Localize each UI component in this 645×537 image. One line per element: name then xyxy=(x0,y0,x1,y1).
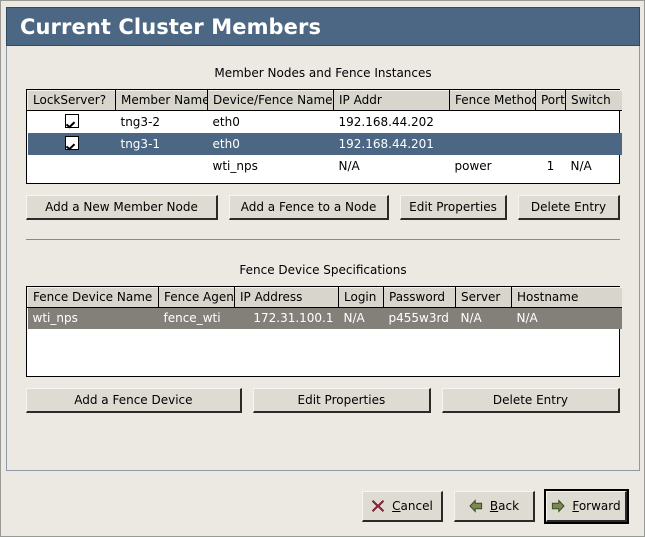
cell-ip-address: 172.31.100.1 xyxy=(234,307,339,329)
cell-switch xyxy=(565,132,622,155)
member-section-label: Member Nodes and Fence Instances xyxy=(214,66,432,80)
fence-table-empty-space xyxy=(27,329,619,376)
column-header-fence-method[interactable]: Fence Method xyxy=(449,90,536,111)
add-fence-device-button[interactable]: Add a Fence Device xyxy=(26,388,242,413)
cell-fence-method xyxy=(449,132,536,155)
member-nodes-table-container: LockServer? Member Name Device/Fence Nam… xyxy=(26,89,622,184)
back-label-rest: ack xyxy=(498,499,520,513)
cell-lockserver[interactable] xyxy=(28,111,116,133)
cancel-x-icon xyxy=(371,499,385,513)
forward-button[interactable]: Forward xyxy=(544,489,629,524)
fence-table-header-row: Fence Device Name Fence Agent IP Address… xyxy=(27,286,622,308)
cell-member-name xyxy=(116,155,208,177)
cell-port xyxy=(536,111,566,133)
table-row[interactable]: wti_nps N/A power 1 N/A xyxy=(28,155,622,177)
add-new-member-node-button[interactable]: Add a New Member Node xyxy=(26,194,218,220)
column-header-hostname[interactable]: Hostname xyxy=(511,286,622,308)
cell-fence-device-name: wti_nps xyxy=(27,307,159,329)
cell-member-name: tng3-2 xyxy=(120,114,161,129)
cell-ip-addr: N/A xyxy=(338,158,360,173)
main-content-panel: Member Nodes and Fence Instances LockSer… xyxy=(6,46,640,471)
column-header-fence-device-name[interactable]: Fence Device Name xyxy=(27,286,159,308)
cell-device-fence-name: eth0 xyxy=(212,114,240,129)
cell-server: N/A xyxy=(455,307,512,329)
cell-fence-method: power xyxy=(454,158,492,173)
column-header-login[interactable]: Login xyxy=(338,286,384,308)
cell-password: p455w3rd xyxy=(383,307,456,329)
cancel-button-label: Cancel xyxy=(392,499,433,513)
column-header-ip-address[interactable]: IP Address xyxy=(234,286,339,308)
checkbox-checked-icon[interactable] xyxy=(64,136,79,150)
fence-devices-table-container: Fence Device Name Fence Agent IP Address… xyxy=(26,285,622,377)
cell-switch: N/A xyxy=(570,158,592,173)
arrow-right-icon xyxy=(551,499,566,513)
back-mnemonic: B xyxy=(489,499,499,513)
member-section-button-row: Add a New Member Node Add a Fence to a N… xyxy=(26,194,620,220)
window-titlebar: Current Cluster Members xyxy=(6,7,640,46)
wizard-navigation-bar: Cancel Back Forward xyxy=(6,480,640,533)
forward-button-label: Forward xyxy=(572,499,620,513)
forward-label-rest: orward xyxy=(578,499,621,513)
cancel-button[interactable]: Cancel xyxy=(362,491,443,522)
back-button-label: Back xyxy=(490,499,519,513)
column-header-device-fence-name[interactable]: Device/Fence Name xyxy=(207,90,334,111)
cell-fence-agent: fence_wti xyxy=(158,307,235,329)
edit-properties-member-button[interactable]: Edit Properties xyxy=(400,194,507,220)
column-header-fence-agent[interactable]: Fence Agent xyxy=(158,286,235,308)
cell-ip-addr: 192.168.44.202 xyxy=(338,114,434,129)
cancel-mnemonic: C xyxy=(392,499,401,513)
arrow-left-icon xyxy=(469,499,483,513)
delete-entry-member-button[interactable]: Delete Entry xyxy=(517,194,620,220)
cell-device-fence-name: eth0 xyxy=(207,132,334,155)
cell-lockserver[interactable] xyxy=(28,155,116,177)
column-header-port[interactable]: Port xyxy=(535,90,566,111)
cell-switch xyxy=(566,111,622,133)
member-table-header-row: LockServer? Member Name Device/Fence Nam… xyxy=(27,90,622,111)
fence-section-button-row: Add a Fence Device Edit Properties Delet… xyxy=(26,388,620,413)
edit-properties-fence-button[interactable]: Edit Properties xyxy=(252,388,431,413)
cell-port: 1 xyxy=(546,158,555,173)
cell-ip-addr: 192.168.44.201 xyxy=(333,132,450,155)
add-fence-to-node-button[interactable]: Add a Fence to a Node xyxy=(229,194,390,220)
cell-login: N/A xyxy=(338,307,384,329)
cell-member-name: tng3-1 xyxy=(115,132,208,155)
member-table-empty-space xyxy=(27,176,619,183)
cell-lockserver[interactable] xyxy=(27,132,116,155)
column-header-member-name[interactable]: Member Name xyxy=(115,90,208,111)
member-nodes-table: LockServer? Member Name Device/Fence Nam… xyxy=(27,90,622,177)
cell-hostname: N/A xyxy=(511,307,622,329)
forward-mnemonic: F xyxy=(572,499,579,513)
section-divider xyxy=(26,238,620,240)
checkbox-checked-icon[interactable] xyxy=(64,114,79,129)
column-header-lockserver[interactable]: LockServer? xyxy=(27,90,116,111)
cell-port xyxy=(535,132,566,155)
column-header-password[interactable]: Password xyxy=(383,286,456,308)
cell-fence-method xyxy=(450,111,536,133)
cell-device-fence-name: wti_nps xyxy=(212,158,258,173)
column-header-server[interactable]: Server xyxy=(455,286,512,308)
column-header-ip-addr[interactable]: IP Addr xyxy=(333,90,450,111)
column-header-switch[interactable]: Switch xyxy=(565,90,622,111)
delete-entry-fence-button[interactable]: Delete Entry xyxy=(441,388,620,413)
cancel-label-rest: ancel xyxy=(400,499,433,513)
table-row[interactable]: tng3-2 eth0 192.168.44.202 xyxy=(28,111,622,133)
fence-devices-table: Fence Device Name Fence Agent IP Address… xyxy=(27,286,622,329)
fence-section-label: Fence Device Specifications xyxy=(239,262,407,277)
back-button[interactable]: Back xyxy=(454,491,535,522)
window-title: Current Cluster Members xyxy=(20,14,322,39)
